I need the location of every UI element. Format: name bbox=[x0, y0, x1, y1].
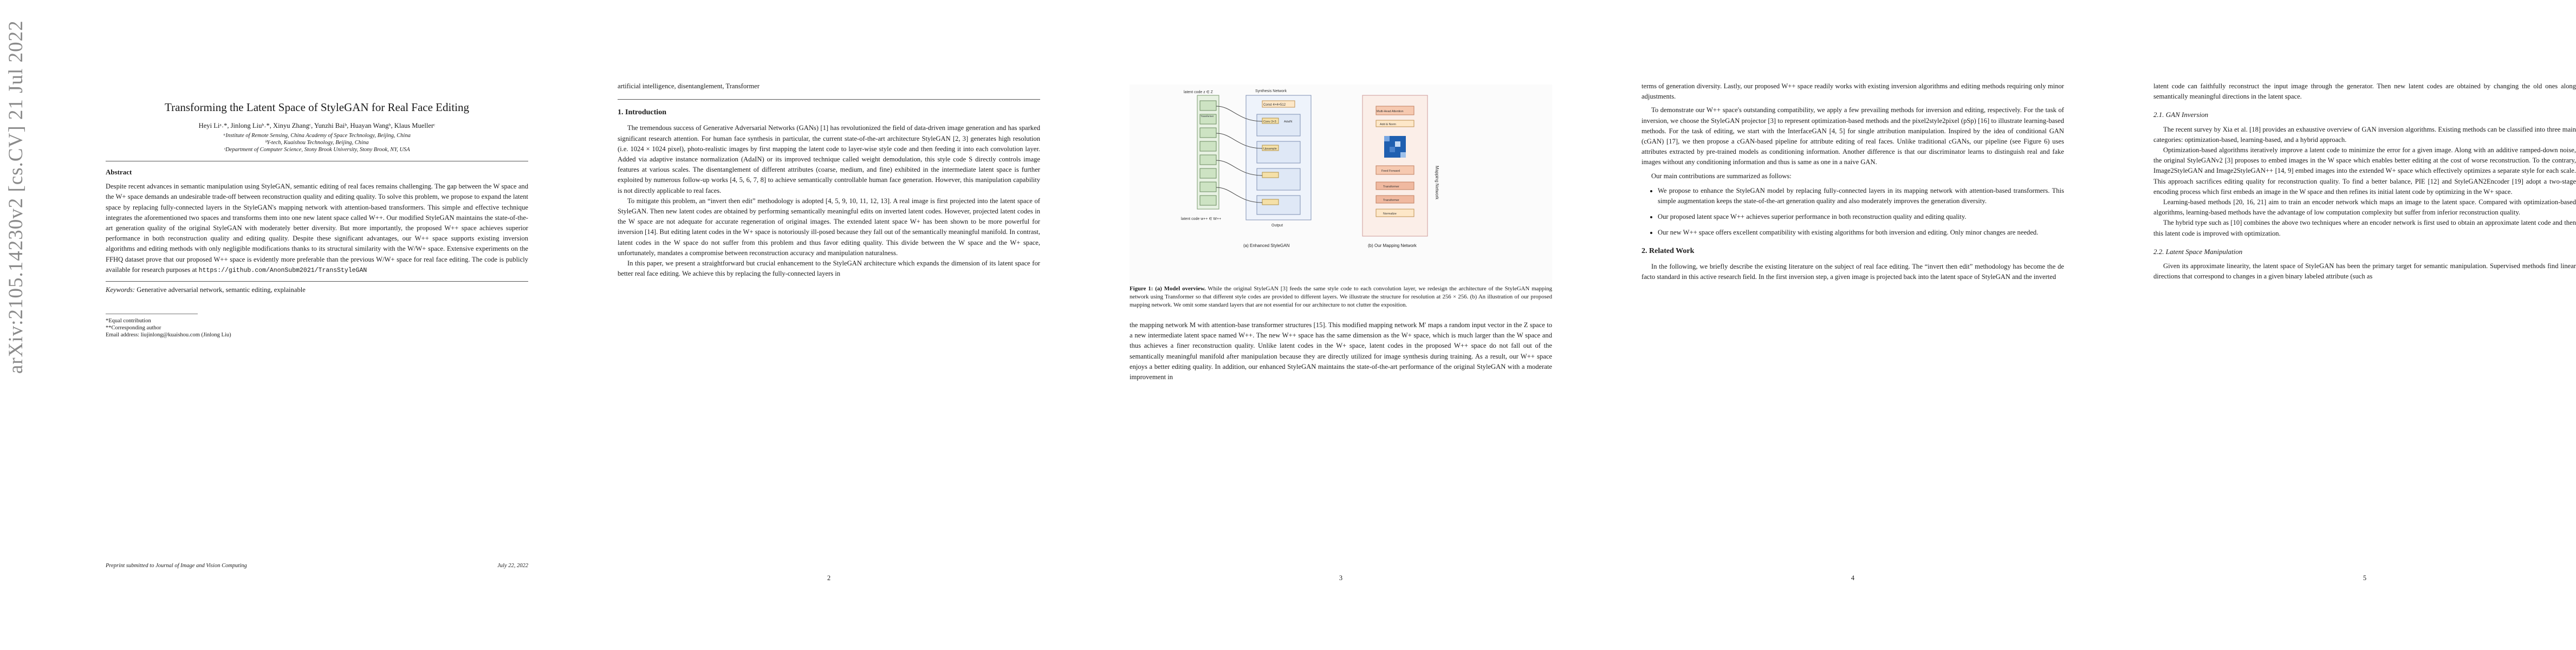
paragraph: The tremendous success of Generative Adv… bbox=[618, 124, 1040, 194]
page-number: 5 bbox=[2363, 574, 2367, 582]
multihead-block bbox=[1375, 106, 1414, 115]
section-related-work: 2. Related Work bbox=[1641, 246, 1695, 255]
transformer-label: Transformer bbox=[1201, 115, 1214, 118]
paragraph: the mapping network M with attention-bas… bbox=[1130, 321, 1552, 381]
figure-1: latent code z ∈ Z latent code w++ ∈ W++ … bbox=[1130, 84, 1552, 285]
svg-text:Multi-Head Attention: Multi-Head Attention bbox=[1377, 110, 1404, 113]
affiliation-b: ᵇY-tech, Kuaishou Technology, Beijing, C… bbox=[265, 140, 369, 146]
arxiv-identifier: arXiv:2105.14230v2 [cs.CV] 21 Jul 2022 bbox=[5, 20, 27, 374]
subsection-gan-inversion: 2.1. GAN Inversion bbox=[2153, 110, 2209, 119]
synthesis-label: Synthesis Network bbox=[1255, 89, 1287, 93]
style-blocks bbox=[1256, 114, 1301, 215]
svg-text:Normalize: Normalize bbox=[1383, 212, 1397, 216]
svg-text:Transformer: Transformer bbox=[1383, 199, 1399, 202]
abstract-divider bbox=[106, 281, 528, 282]
list-item: Our new W++ space offers excellent compa… bbox=[1658, 227, 2064, 238]
figure-caption: Figure 1: (a) Model overview. While the … bbox=[1130, 285, 1552, 308]
arxiv-stamp: arXiv:2105.14230v2 [cs.CV] 21 Jul 2022 bbox=[0, 20, 33, 385]
footnote-equal: *Equal contribution bbox=[106, 318, 151, 324]
svg-text:Upsample: Upsample bbox=[1263, 147, 1277, 151]
paragraph: In the following, we briefly describe th… bbox=[1641, 262, 2064, 281]
paragraph: Learning-based methods [20, 16, 21] aim … bbox=[2153, 198, 2576, 217]
page-5: latent code can faithfully reconstruct t… bbox=[2153, 81, 2576, 585]
code-url-link[interactable]: https://github.com/AnonSubm2021/TransSty… bbox=[198, 266, 367, 274]
submission-date: July 22, 2022 bbox=[497, 563, 528, 569]
paragraph: latent code can faithfully reconstruct t… bbox=[2153, 82, 2576, 101]
contributions-list: We propose to enhance the StyleGAN model… bbox=[1641, 186, 2064, 238]
subsection-latent-space-manipulation: 2.2. Latent Space Manipulation bbox=[2153, 247, 2243, 256]
panel-a-caption: (a) Enhanced StyleGAN bbox=[1243, 243, 1290, 248]
style-arrow bbox=[1216, 133, 1263, 149]
page-3: latent code z ∈ Z latent code w++ ∈ W++ … bbox=[1130, 81, 1552, 585]
paper-title: Transforming the Latent Space of StyleGA… bbox=[164, 101, 470, 114]
model-diagram: latent code z ∈ Z latent code w++ ∈ W++ … bbox=[1181, 89, 1439, 248]
paragraph: The hybrid type such as [10] combines th… bbox=[2153, 219, 2576, 237]
transformer-stack bbox=[1199, 100, 1217, 206]
style-arrow bbox=[1216, 187, 1263, 203]
attention-matrix bbox=[1384, 136, 1406, 158]
style-arrow bbox=[1216, 106, 1263, 122]
paragraph: Our main contributions are summarized as… bbox=[1651, 172, 1792, 180]
paragraph: Given its approximate linearity, the lat… bbox=[2153, 262, 2576, 281]
panel-b-caption: (b) Our Mapping Network bbox=[1368, 243, 1417, 248]
affiliation-c: ᶜDepartment of Computer Science, Stony B… bbox=[224, 147, 410, 153]
list-item: We propose to enhance the StyleGAN model… bbox=[1658, 186, 2064, 206]
paragraph: Optimization-based algorithms iterativel… bbox=[2153, 146, 2576, 196]
mapping-network-label: Mapping Network bbox=[1435, 166, 1439, 200]
page-4: terms of generation diversity. Lastly, o… bbox=[1641, 81, 2064, 585]
svg-text:Conv 3×3: Conv 3×3 bbox=[1263, 120, 1276, 123]
page-number: 3 bbox=[1339, 574, 1343, 582]
footnote-corresponding: **Corresponding author bbox=[106, 325, 161, 332]
page-1: Transforming the Latent Space of StyleGA… bbox=[106, 81, 528, 585]
abstract-heading: Abstract bbox=[106, 168, 132, 176]
footnote-email: Email address: liujinlong@kuaishou.com (… bbox=[106, 332, 231, 339]
svg-text:AdaIN: AdaIN bbox=[1284, 120, 1292, 123]
list-item: Our proposed latent space W++ achieves s… bbox=[1658, 212, 2064, 222]
paragraph: To mitigate this problem, an “invert the… bbox=[618, 197, 1040, 257]
affiliation-a: ᵃInstitute of Remote Sensing, China Acad… bbox=[223, 133, 411, 139]
paragraph: In this paper, we present a straightforw… bbox=[618, 259, 1040, 278]
submission-note: Preprint submitted to Journal of Image a… bbox=[106, 561, 528, 571]
transformer-block bbox=[1375, 195, 1414, 204]
wpp-code-label: latent code w++ ∈ W++ bbox=[1181, 217, 1221, 221]
paragraph: The recent survey by Xia et al. [18] pro… bbox=[2153, 125, 2576, 144]
svg-text:Const 4×4×512: Const 4×4×512 bbox=[1263, 103, 1286, 107]
page-2: artificial intelligence, disentanglement… bbox=[618, 81, 1040, 585]
style-arrow bbox=[1216, 160, 1263, 176]
abstract-text: Despite recent advances in semantic mani… bbox=[106, 183, 528, 274]
svg-text:Transformer: Transformer bbox=[1383, 185, 1399, 188]
feedforward-block bbox=[1375, 165, 1414, 175]
transformer-block bbox=[1375, 181, 1414, 190]
section-introduction: 1. Introduction bbox=[618, 108, 666, 117]
page-number: 2 bbox=[827, 574, 831, 582]
keywords-divider bbox=[618, 99, 1040, 100]
svg-text:Add & Norm: Add & Norm bbox=[1380, 123, 1396, 126]
paragraph: To demonstrate our W++ space's outstandi… bbox=[1641, 106, 2064, 166]
latent-code-label: latent code z ∈ Z bbox=[1184, 90, 1214, 94]
author-list: Heyi Liᵃ˒*, Jinlong Liuᵇ˒*, Xinyu Zhangᶜ… bbox=[198, 122, 436, 129]
keywords: Keywords: Generative adversarial network… bbox=[106, 286, 306, 294]
normalize-block bbox=[1375, 209, 1414, 217]
svg-text:Feed Forward: Feed Forward bbox=[1381, 170, 1400, 173]
const-block bbox=[1262, 100, 1295, 108]
svg-text:Output: Output bbox=[1271, 224, 1283, 227]
keywords-continued: artificial intelligence, disentanglement… bbox=[618, 82, 760, 90]
page-number: 4 bbox=[1851, 574, 1855, 582]
paragraph: terms of generation diversity. Lastly, o… bbox=[1641, 82, 2064, 101]
addnorm-block bbox=[1375, 120, 1414, 127]
